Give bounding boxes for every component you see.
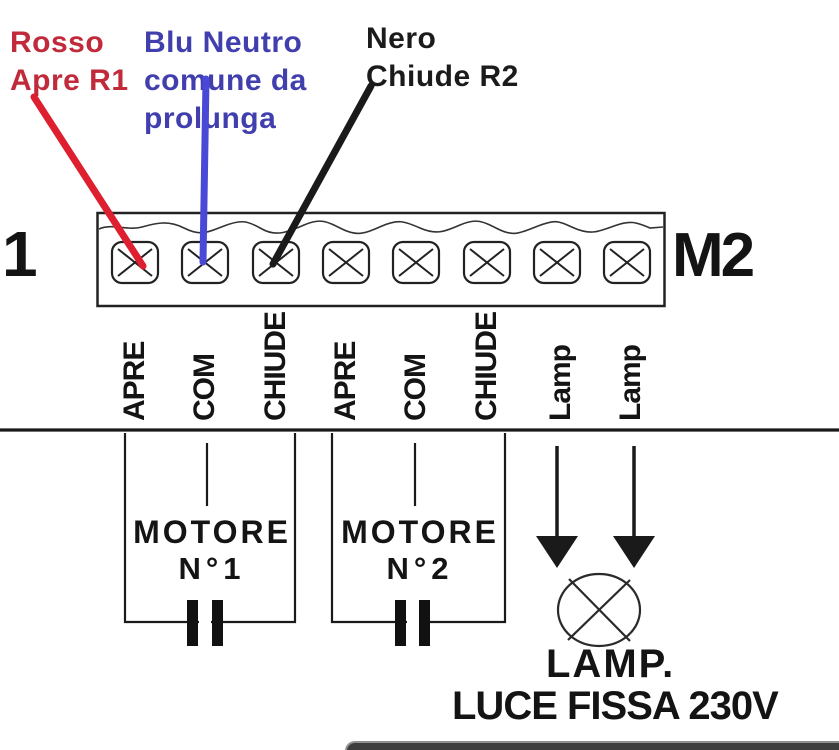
annotation-line: Chiude R2 (366, 60, 519, 93)
annotation-blue-wire: Blu Neutro comune da prolunga (144, 24, 307, 138)
terminal-strip-m2-label: M2 (672, 221, 755, 290)
motor-name: MOTORE (133, 514, 291, 550)
lamp-label: LAMP. (546, 642, 676, 686)
terminal-label: CHIUDE (470, 311, 503, 421)
annotation-black-wire: Nero Chiude R2 (366, 20, 519, 96)
terminal-label: COM (399, 354, 432, 421)
terminal-label: CHIUDE (259, 311, 292, 421)
motor-name: MOTORE (341, 514, 499, 550)
annotation-line: Nero (366, 22, 437, 55)
annotation-line: Apre R1 (10, 64, 129, 97)
motor1-label: MOTORE N°1 (123, 514, 301, 588)
annotation-line: Rosso (10, 26, 105, 59)
board-edge-bar (345, 741, 839, 750)
annotation-red-wire: Rosso Apre R1 (10, 24, 129, 100)
terminal-label: Lamp (614, 344, 647, 421)
motor2-label: MOTORE N°2 (331, 514, 509, 588)
annotation-line: Blu Neutro (144, 26, 303, 59)
terminal-label: Lamp (544, 344, 577, 421)
terminal-label: APRE (118, 341, 151, 421)
terminal-label: COM (188, 354, 221, 421)
terminal-strip-m1-label: 1 (2, 218, 38, 290)
motor-number: N°1 (178, 551, 246, 586)
annotation-line: prolunga (144, 102, 277, 135)
motor-number: N°2 (386, 551, 454, 586)
lamp-caption: LUCE FISSA 230V (452, 684, 779, 728)
terminal-label: APRE (329, 341, 362, 421)
